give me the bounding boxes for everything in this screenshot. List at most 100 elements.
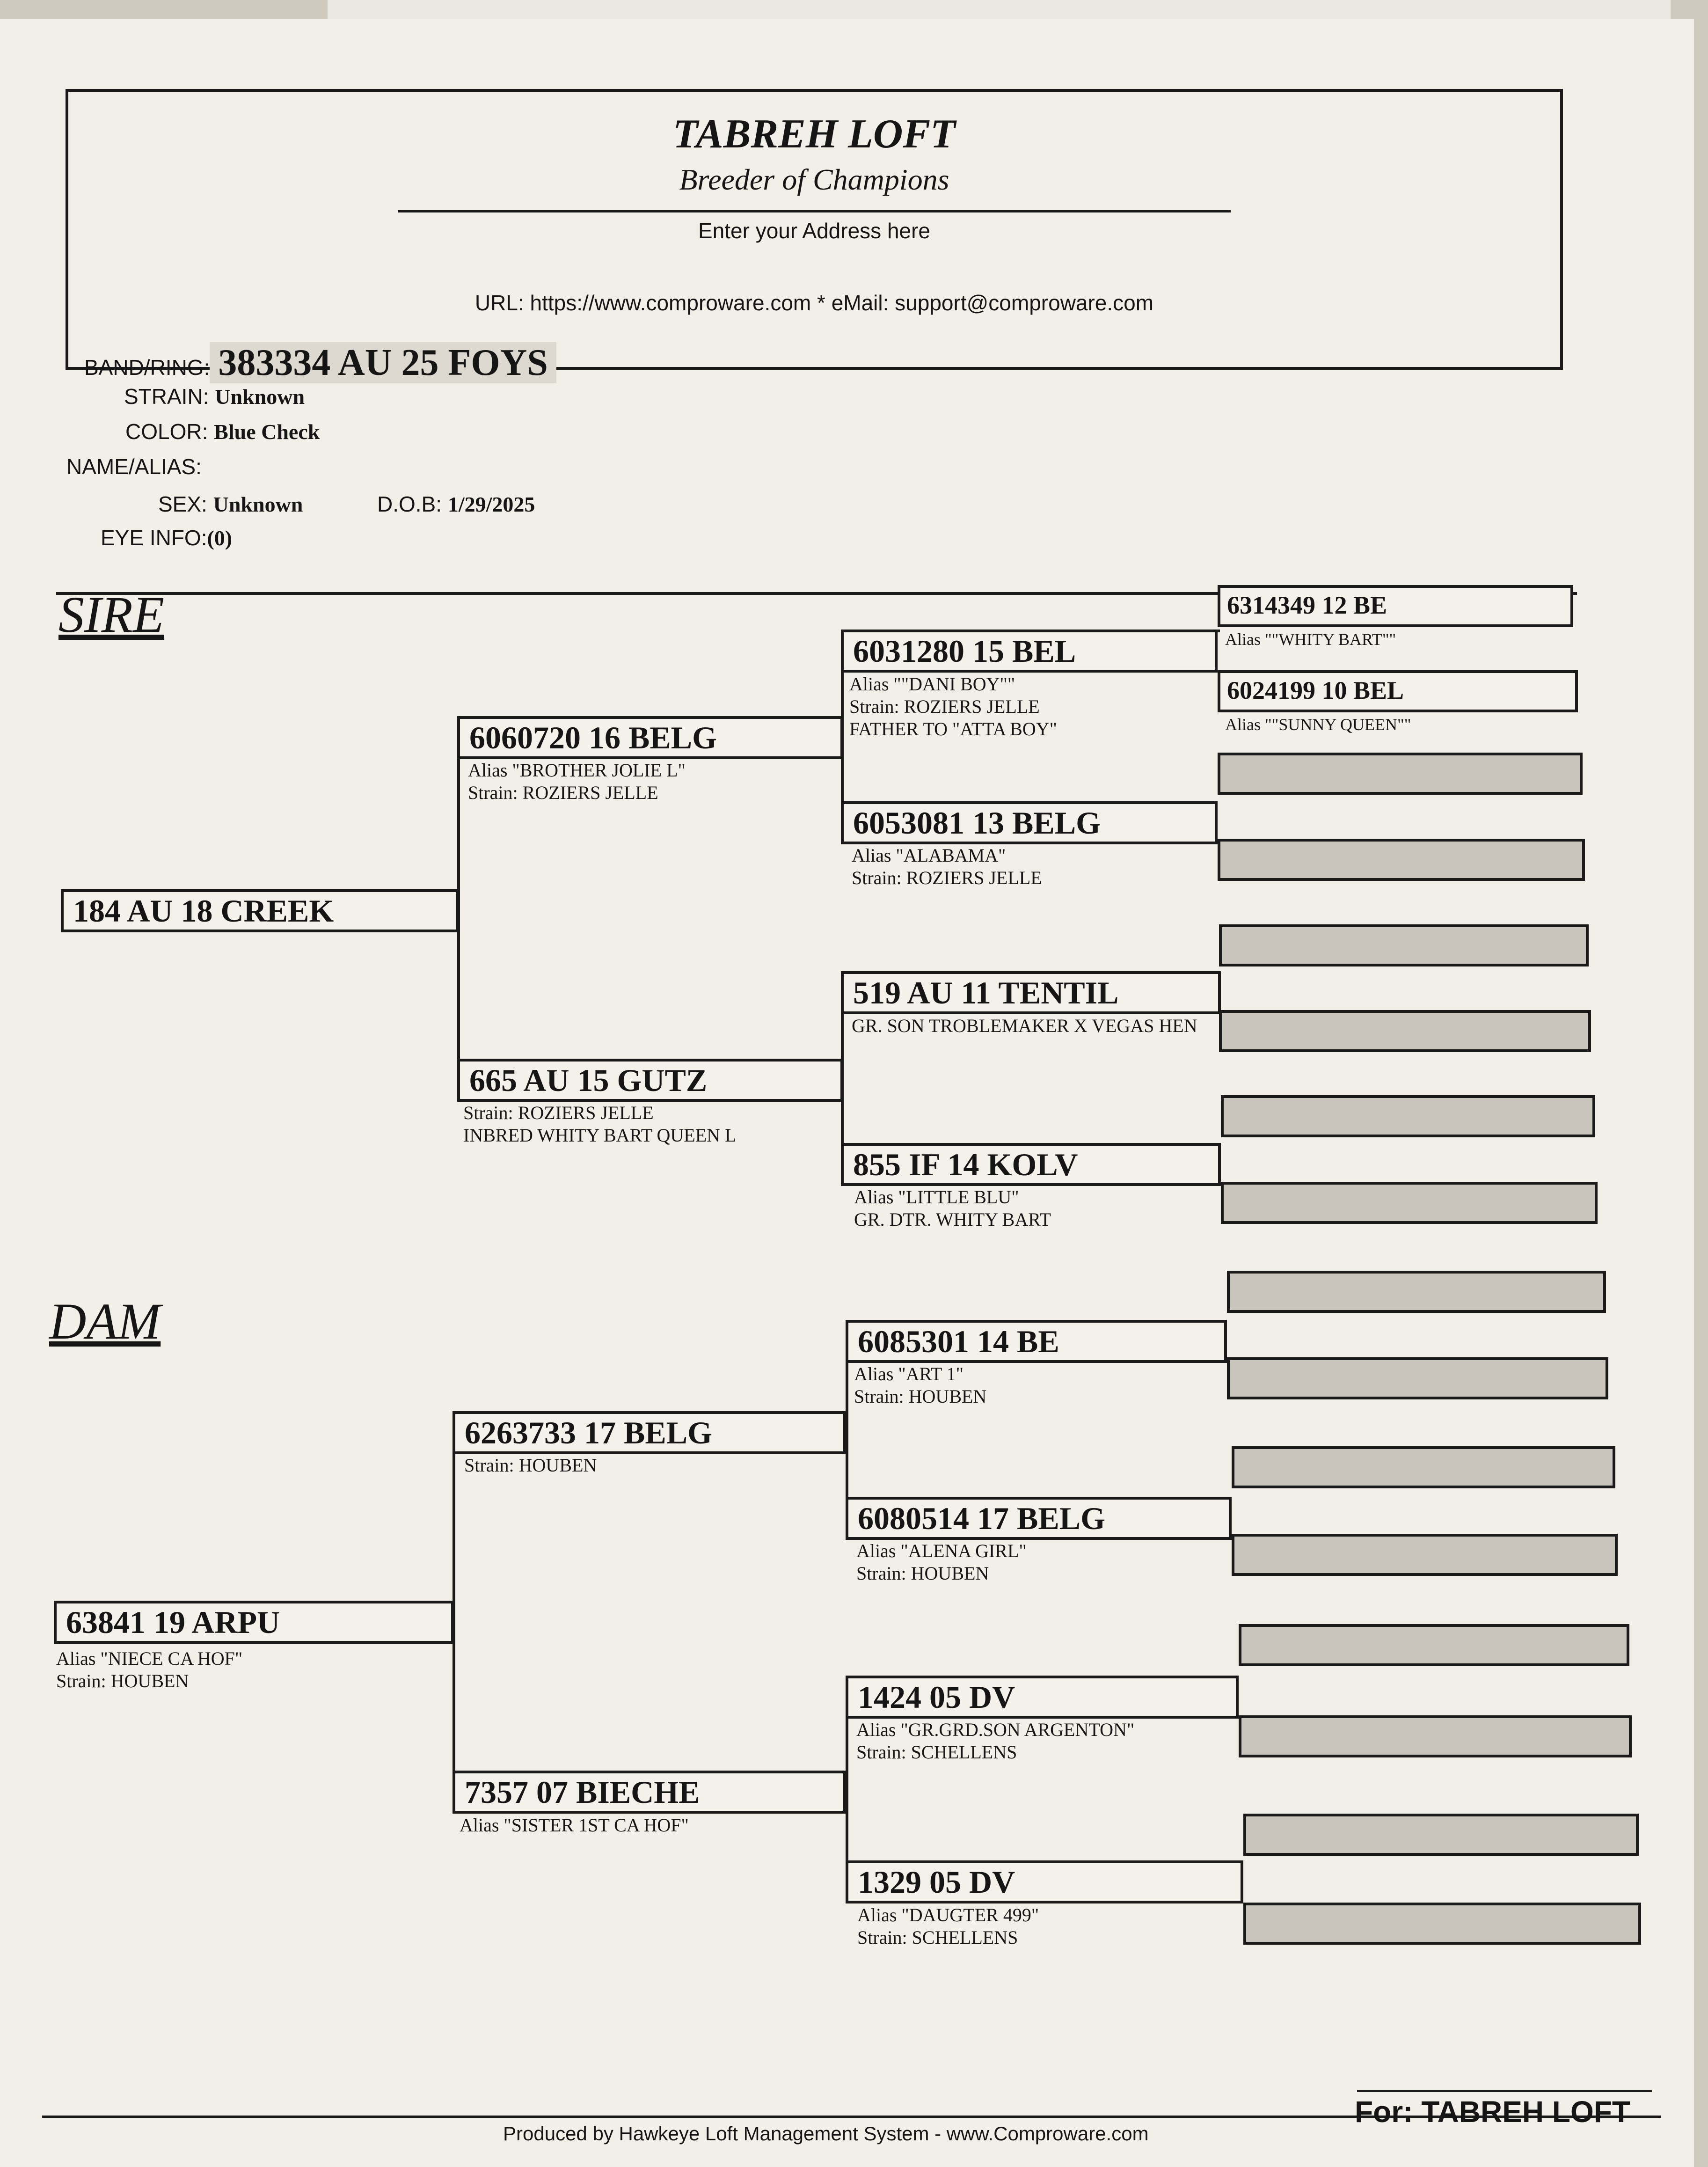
empty-ancestor-box	[1218, 839, 1585, 881]
eye-value: (0)	[207, 526, 233, 550]
dob-row: D.O.B: 1/29/2025	[377, 491, 535, 517]
sire-ss-box: 6031280 15 BEL	[841, 630, 1218, 673]
dam-dd-box: 1329 05 DV	[846, 1860, 1243, 1903]
sire-ss-band: 6031280 15 BEL	[853, 633, 1076, 669]
connector	[1215, 630, 1220, 632]
note-line: Alias "GR.GRD.SON ARGENTON"	[856, 1719, 1135, 1740]
note-line: Alias "LITTLE BLU"	[854, 1186, 1019, 1208]
dam-dam-band: 7357 07 BIECHE	[465, 1774, 700, 1810]
note-line: Strain: ROZIERS JELLE	[468, 782, 658, 803]
sire-band: 184 AU 18 CREEK	[73, 893, 334, 929]
empty-ancestor-box	[1243, 1903, 1641, 1945]
loft-name: TABREH LOFT	[673, 111, 956, 157]
empty-ancestor-box	[1243, 1814, 1639, 1856]
empty-ancestor-box	[1218, 753, 1583, 795]
loft-motto: Breeder of Champions	[679, 163, 949, 196]
note-line: Alias "BROTHER JOLIE L"	[468, 760, 686, 781]
note-line: Strain: ROZIERS JELLE	[849, 696, 1040, 717]
header-divider	[398, 210, 1231, 212]
note-line: Alias ""WHITY BART""	[1225, 630, 1396, 649]
connector	[453, 1430, 455, 1800]
for-owner: For: TABREH LOFT	[1355, 2095, 1630, 2129]
dam-note: Strain: HOUBEN	[56, 1670, 189, 1691]
dob-label: D.O.B:	[377, 492, 442, 516]
dam-ss-box: 6085301 14 BE	[846, 1320, 1227, 1363]
pedigree-page: TABREH LOFT Breeder of Champions Enter y…	[0, 19, 1694, 2167]
sire-sire-notes: Alias "BROTHER JOLIE L" Strain: ROZIERS …	[468, 759, 686, 804]
band-row: BAND/RING:383334 AU 25 FOYS	[84, 342, 556, 384]
dam-ss-band: 6085301 14 BE	[858, 1324, 1059, 1359]
sire-ds-box: 519 AU 11 TENTIL	[841, 971, 1221, 1014]
note-line: Strain: SCHELLENS	[857, 1927, 1018, 1948]
sire-dam-notes: Strain: ROZIERS JELLE INBRED WHITY BART …	[463, 1102, 736, 1147]
sire-sire-band: 6060720 16 BELG	[469, 720, 717, 755]
note-line: Alias ""SUNNY QUEEN""	[1225, 715, 1411, 734]
dam-sd-notes: Alias "ALENA GIRL" Strain: HOUBEN	[856, 1540, 1027, 1585]
sire-dam-box: 665 AU 15 GUTZ	[457, 1059, 843, 1102]
sire-dam-band: 665 AU 15 GUTZ	[469, 1062, 708, 1098]
sire-dd-box: 855 IF 14 KOLV	[841, 1143, 1221, 1186]
note-line: Strain: HOUBEN	[854, 1386, 987, 1407]
dam-dam-box: 7357 07 BIECHE	[453, 1771, 846, 1814]
sire-heading: SIRE	[58, 586, 165, 643]
sire-ds-notes: GR. SON TROBLEMAKER X VEGAS HEN	[852, 1015, 1197, 1037]
dam-sire-box: 6263733 17 BELG	[453, 1411, 846, 1454]
dam-dam-notes: Alias "SISTER 1ST CA HOF"	[460, 1814, 689, 1837]
note-line: Strain: HOUBEN	[464, 1455, 597, 1476]
sex-value: Unknown	[213, 492, 303, 516]
connector	[846, 1694, 848, 1879]
color-value: Blue Check	[214, 420, 320, 444]
empty-ancestor-box	[1232, 1446, 1615, 1488]
eye-label: EYE INFO:	[101, 526, 207, 550]
strain-value: Unknown	[215, 385, 305, 409]
band-value: 383334 AU 25 FOYS	[210, 342, 556, 383]
sire-sd-box: 6053081 13 BELG	[841, 801, 1218, 844]
note-line: FATHER TO "ATTA BOY"	[849, 718, 1057, 739]
note-line: GR. DTR. WHITY BART	[854, 1209, 1051, 1230]
produced-by: Produced by Hawkeye Loft Management Syst…	[503, 2123, 1149, 2145]
strain-label: STRAIN:	[124, 384, 209, 409]
footer-rule	[42, 2116, 1661, 2118]
strain-row: STRAIN: Unknown	[124, 384, 305, 409]
note-line: GR. SON TROBLEMAKER X VEGAS HEN	[852, 1015, 1197, 1036]
note-line: Alias "ALENA GIRL"	[856, 1540, 1027, 1561]
note-line: Alias "DAUGTER 499"	[857, 1904, 1039, 1925]
loft-contact: URL: https://www.comproware.com * eMail:…	[474, 291, 1154, 315]
empty-ancestor-box	[1221, 1095, 1595, 1137]
note-line: Alias "ALABAMA"	[852, 845, 1006, 866]
connector	[457, 732, 460, 1086]
empty-ancestor-box	[1219, 1010, 1591, 1052]
loft-address: Enter your Address here	[698, 219, 931, 243]
dam-ds-notes: Alias "GR.GRD.SON ARGENTON" Strain: SCHE…	[856, 1719, 1134, 1764]
sire-sd-notes: Alias "ALABAMA" Strain: ROZIERS JELLE	[852, 844, 1042, 889]
name-row: NAME/ALIAS:	[66, 454, 202, 479]
eye-row: EYE INFO:(0)	[101, 525, 232, 550]
sire-sire-box: 6060720 16 BELG	[457, 716, 843, 759]
note-line: Alias ""DANI BOY""	[849, 674, 1015, 695]
dam-heading: DAM	[49, 1293, 161, 1350]
sex-label: SEX:	[158, 492, 207, 516]
note-line: Alias "SISTER 1ST CA HOF"	[460, 1815, 689, 1836]
sire-box: 184 AU 18 CREEK	[61, 889, 459, 932]
sire-sss-band: 6314349 12 BE	[1227, 591, 1387, 619]
header-box: TABREH LOFT Breeder of Champions Enter y…	[66, 89, 1563, 370]
connector	[846, 1339, 848, 1516]
owner-rule	[1357, 2090, 1652, 2092]
color-row: COLOR: Blue Check	[125, 419, 320, 444]
note-line: Strain: HOUBEN	[856, 1563, 989, 1584]
sire-sss-notes: Alias ""WHITY BART""	[1225, 628, 1396, 651]
dam-ds-band: 1424 05 DV	[858, 1679, 1015, 1715]
sire-sd-band: 6053081 13 BELG	[853, 805, 1101, 841]
sex-row: SEX: Unknown	[158, 491, 303, 517]
empty-ancestor-box	[1239, 1715, 1632, 1757]
sire-ssd-box: 6024199 10 BEL	[1218, 670, 1578, 712]
note-line: Strain: ROZIERS JELLE	[852, 867, 1042, 888]
empty-ancestor-box	[1227, 1357, 1608, 1399]
sire-ds-band: 519 AU 11 TENTIL	[853, 975, 1119, 1010]
color-label: COLOR:	[125, 419, 208, 444]
sire-ssd-band: 6024199 10 BEL	[1227, 676, 1404, 704]
dam-notes: Alias "NIECE CA HOF" Strain: HOUBEN	[56, 1647, 242, 1692]
dam-band: 63841 19 ARPU	[66, 1604, 280, 1640]
sire-dd-band: 855 IF 14 KOLV	[853, 1147, 1078, 1182]
note-line: INBRED WHITY BART QUEEN L	[463, 1125, 737, 1146]
